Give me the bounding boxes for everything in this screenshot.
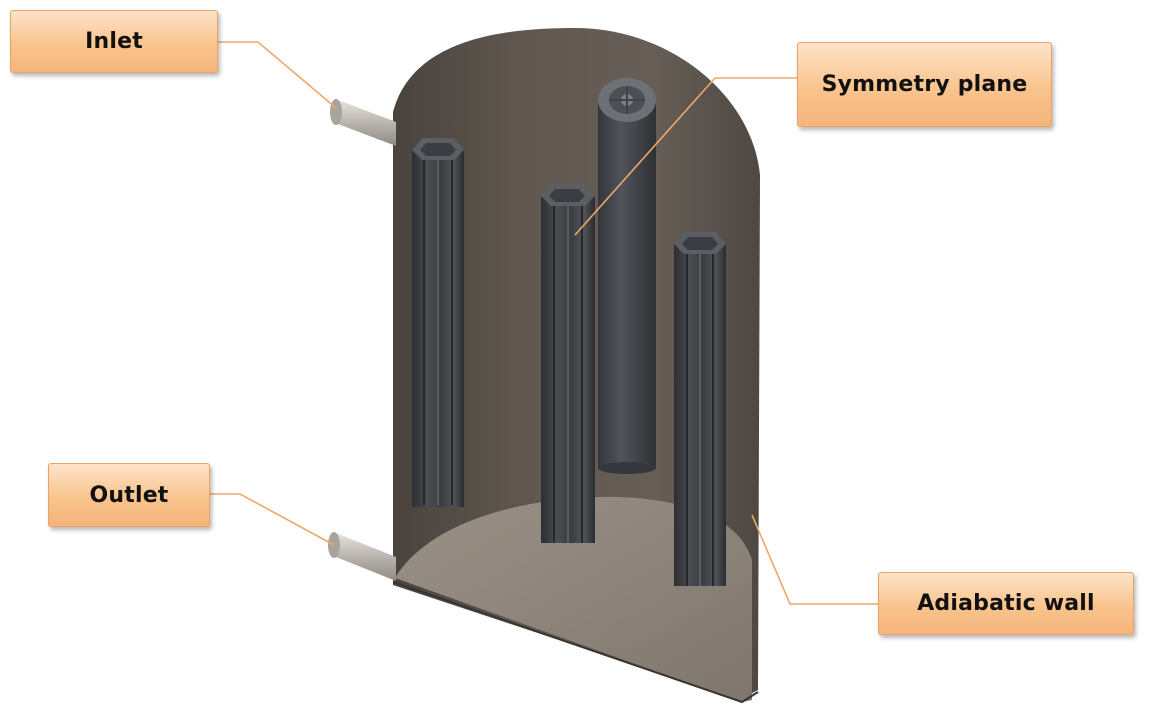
callout-inlet: Inlet — [10, 10, 218, 73]
leader-line-outlet — [210, 493, 335, 546]
callout-inlet-text: Inlet — [85, 29, 143, 54]
callout-symmetry-plane: Symmetry plane — [797, 42, 1052, 127]
leader-line-symmetry — [574, 77, 798, 236]
rear-tube — [598, 78, 656, 474]
heater-rod-right — [674, 232, 726, 586]
leader-line-inlet — [218, 41, 337, 109]
heater-rod-center — [541, 184, 595, 543]
outlet-pipe — [328, 532, 396, 581]
symmetry-cut-edge — [392, 581, 759, 704]
heater-rod-left — [412, 138, 464, 507]
vessel-floor — [395, 496, 752, 702]
leader-line-wall — [751, 514, 878, 605]
callout-outlet: Outlet — [48, 463, 210, 527]
callout-adiabatic-wall: Adiabatic wall — [878, 572, 1134, 635]
callout-outlet-text: Outlet — [89, 482, 169, 508]
callout-symmetry-plane-text: Symmetry plane — [821, 72, 1028, 97]
callout-adiabatic-wall-text: Adiabatic wall — [917, 591, 1095, 616]
inlet-pipe — [330, 99, 396, 146]
